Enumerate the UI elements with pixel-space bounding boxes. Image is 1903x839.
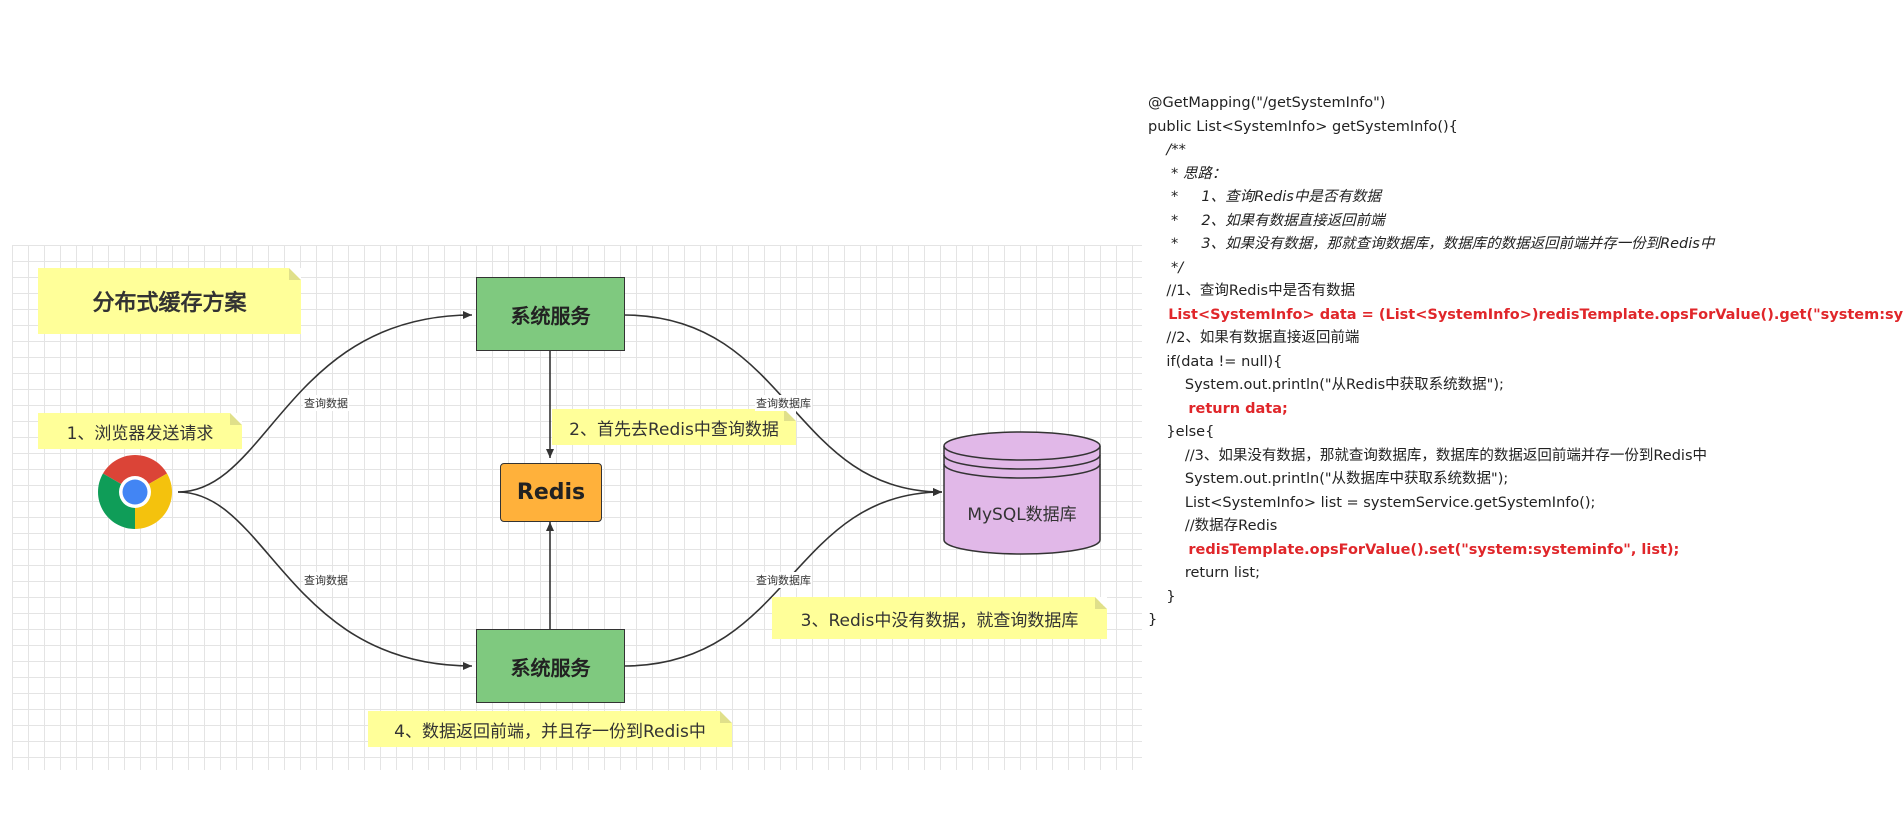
service-node-bottom: 系统服务: [476, 629, 625, 703]
service-node-top: 系统服务: [476, 277, 625, 351]
code-line: System.out.println("从数据库中获取系统数据");: [1148, 471, 1509, 487]
code-line: //数据存Redis: [1148, 518, 1278, 534]
code-line: * 1、查询Redis中是否有数据: [1148, 189, 1381, 205]
edge-label-browser-to-top: 查询数据: [303, 395, 349, 411]
code-line: List<SystemInfo> data = (List<SystemInfo…: [1168, 306, 1903, 323]
edge-browser-to-top-service: [177, 311, 473, 493]
code-line: //1、查询Redis中是否有数据: [1148, 283, 1356, 299]
code-line: System.out.println("从Redis中获取系统数据");: [1148, 377, 1504, 393]
code-line: //2、如果有数据直接返回前端: [1148, 330, 1360, 346]
mysql-node-label: MySQL数据库: [967, 505, 1077, 525]
step-note-2: 2、首先去Redis中查询数据: [552, 409, 796, 445]
diagram-title: 分布式缓存方案: [38, 268, 301, 334]
code-line: redisTemplate.opsForValue().set("system:…: [1148, 541, 1680, 558]
code-line: * 思路：: [1148, 165, 1227, 182]
code-line: * 3、如果没有数据，那就查询数据库，数据库的数据返回前端并存一份到Redis中: [1148, 236, 1715, 252]
code-line: }else{: [1148, 424, 1215, 440]
code-line: */: [1148, 259, 1184, 276]
mysql-cylinder-shape: [943, 431, 1101, 555]
code-line: List<SystemInfo> list = systemService.ge…: [1148, 494, 1596, 511]
code-line: /**: [1148, 142, 1186, 158]
code-block: @GetMapping("/getSystemInfo") public List…: [1148, 92, 1903, 633]
step-note-1: 1、浏览器发送请求: [38, 413, 242, 449]
chrome-icon: [98, 455, 172, 529]
code-line: if(data != null){: [1148, 353, 1283, 370]
code-line: * 2、如果有数据直接返回前端: [1148, 212, 1385, 229]
code-line: return data;: [1148, 400, 1288, 417]
code-line: @GetMapping("/getSystemInfo"): [1148, 95, 1386, 111]
edge-label-bottom-to-db: 查询数据库: [755, 572, 812, 588]
code-line: public List<SystemInfo> getSystemInfo(){: [1148, 118, 1458, 135]
step-note-3: 3、Redis中没有数据，就查询数据库: [772, 597, 1107, 639]
code-line: }: [1148, 588, 1176, 605]
edge-browser-to-bottom-service: [177, 491, 473, 670]
step-note-4: 4、数据返回前端，并且存一份到Redis中: [368, 711, 732, 747]
code-line: }: [1148, 612, 1158, 628]
edge-label-browser-to-bottom: 查询数据: [303, 572, 349, 588]
edge-label-top-to-db: 查询数据库: [755, 395, 812, 411]
redis-node: Redis: [500, 463, 602, 522]
code-line: return list;: [1148, 565, 1260, 581]
code-line: //3、如果没有数据，那就查询数据库，数据库的数据返回前端并存一份到Redis中: [1148, 447, 1707, 464]
